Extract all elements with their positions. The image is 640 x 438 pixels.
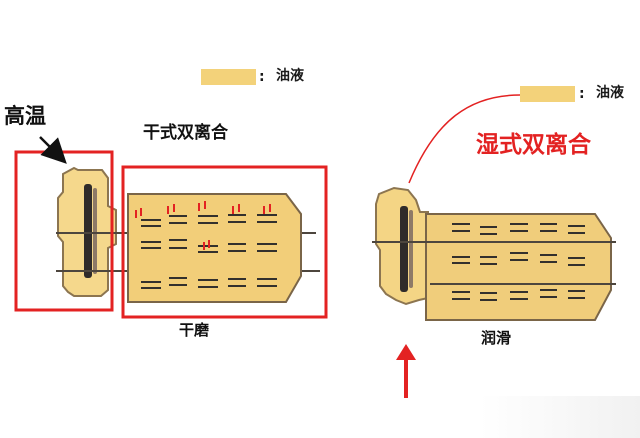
high-temperature-label: 高温 xyxy=(4,104,46,128)
oil-legend-swatch-right xyxy=(520,86,575,102)
dry-clutch-plate-light xyxy=(93,188,97,274)
oil-legend-label-right: 油液 xyxy=(596,85,624,101)
lubrication-arrow-head xyxy=(396,344,416,360)
oil-legend-swatch-left xyxy=(201,69,256,85)
gearbox-highlight-frame xyxy=(121,165,328,319)
dry-friction-label: 干磨 xyxy=(179,321,210,339)
dry-dct-title: 干式双离合 xyxy=(143,123,228,143)
oil-legend-separator-left: : xyxy=(259,69,265,85)
dry-clutch-plate-dark xyxy=(84,184,92,278)
dry-gearbox-body xyxy=(127,193,302,303)
oil-callout-line xyxy=(408,94,521,184)
wet-clutch-assembly xyxy=(375,186,435,306)
heat-marks xyxy=(135,201,271,250)
oil-legend-separator-right: : xyxy=(579,86,585,102)
temperature-arrow xyxy=(39,136,67,164)
watermark-fade xyxy=(480,396,640,438)
wet-gearbox-body xyxy=(372,213,616,321)
oil-legend-label-left: 油液 xyxy=(276,68,304,84)
wet-dct-title: 湿式双离合 xyxy=(476,132,591,158)
lubrication-label: 润滑 xyxy=(481,329,512,347)
